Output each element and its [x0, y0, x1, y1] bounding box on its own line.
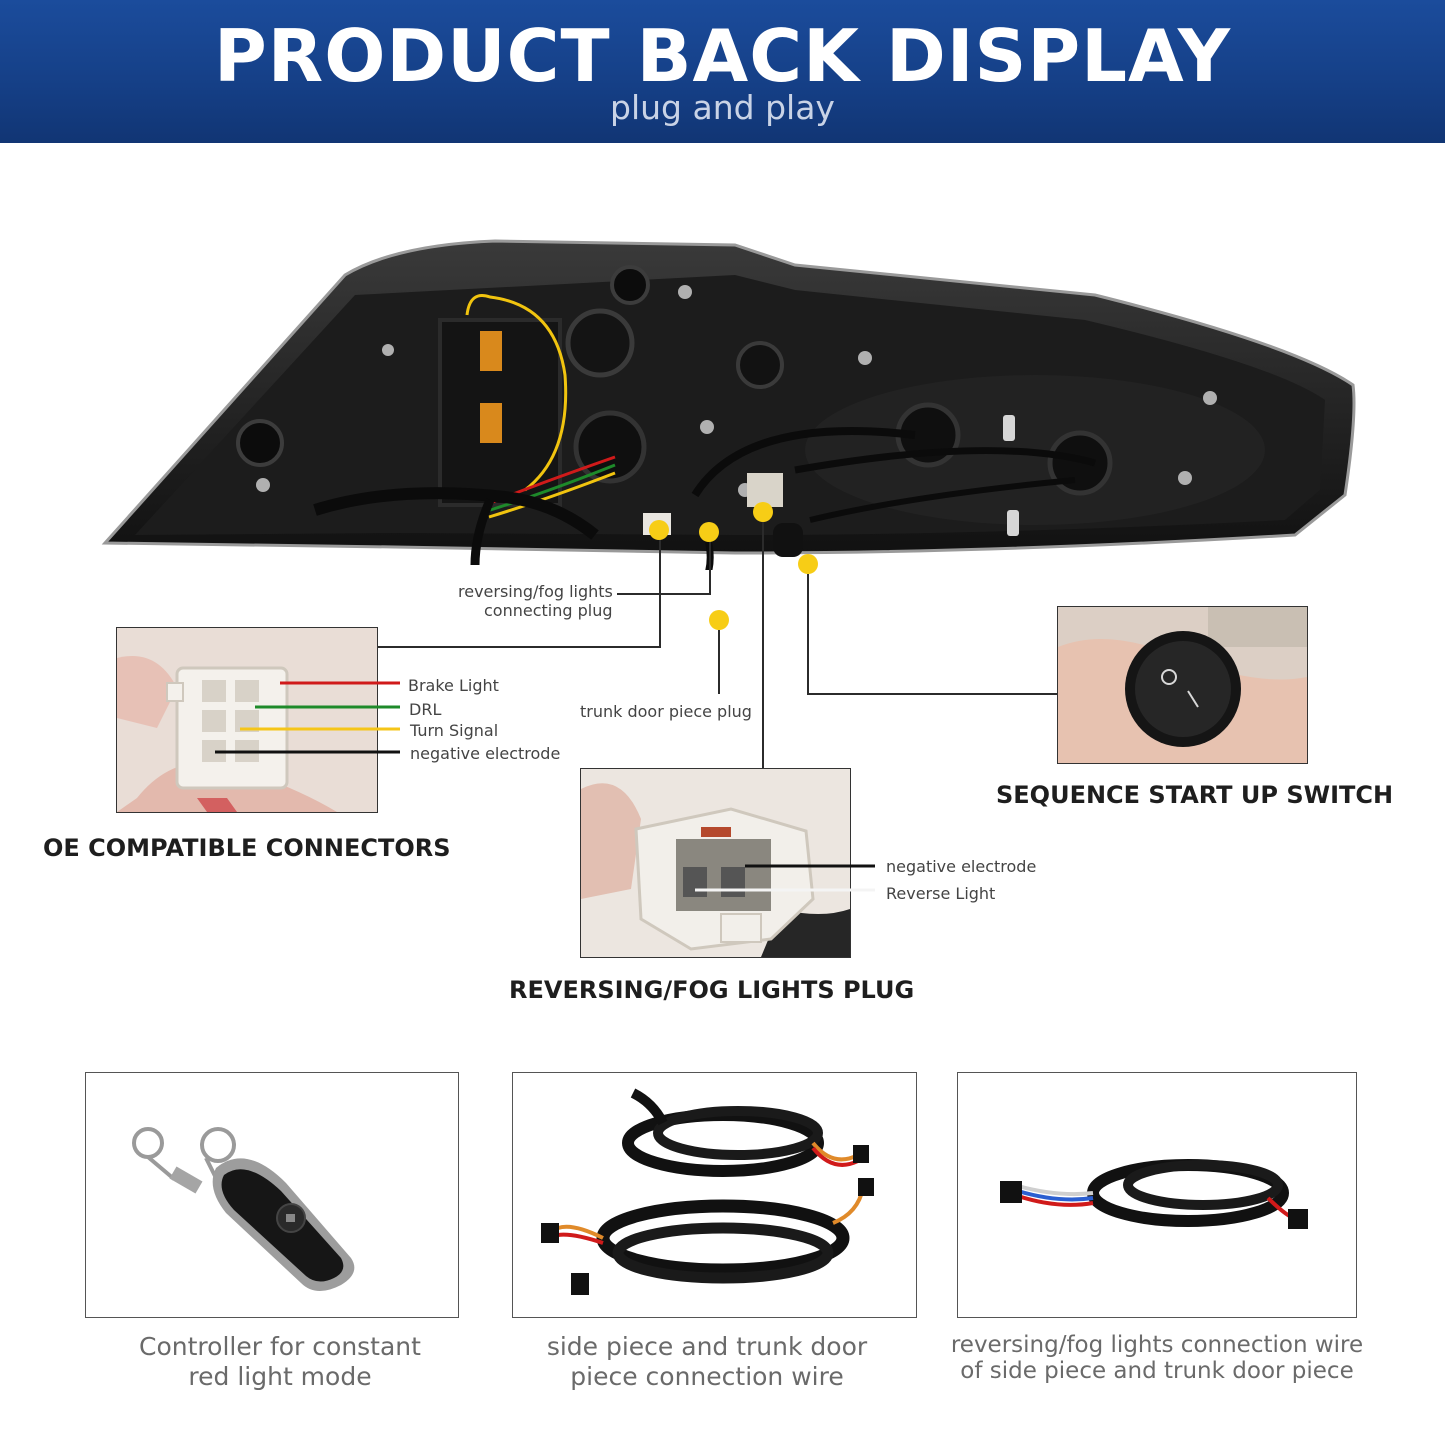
- tail-light-back-image: [101, 239, 1356, 570]
- switch-photo: [1057, 606, 1308, 764]
- leader-line: [807, 574, 809, 694]
- caption-line: piece connection wire: [570, 1362, 844, 1391]
- wire-label-turn-signal: Turn Signal: [410, 721, 499, 740]
- caption-line: of side piece and trunk door piece: [960, 1358, 1354, 1384]
- reversing-wire-image: [1000, 1159, 1308, 1229]
- caption-line: red light mode: [188, 1362, 372, 1391]
- leader-line: [378, 646, 661, 648]
- accessory-caption-controller: Controller for constant red light mode: [85, 1332, 475, 1392]
- remote-controller-image: [132, 1127, 355, 1292]
- callout-label-reversing-plug: reversing/fog lights: [458, 582, 613, 601]
- reversing-wire-lines: [695, 864, 875, 892]
- accessory-caption-side-trunk-wire: side piece and trunk door piece connecti…: [512, 1332, 902, 1392]
- callout-dot-switch: [798, 554, 818, 574]
- leader-line: [807, 693, 1057, 695]
- callout-dot-reversing-fog-plug: [753, 502, 773, 522]
- reversing-plug-title: REVERSING/FOG LIGHTS PLUG: [509, 976, 915, 1004]
- callout-dot-oe-connector: [649, 520, 669, 540]
- leader-line: [709, 542, 711, 594]
- wire-label-drl: DRL: [409, 700, 442, 719]
- accessory-panel-reversing-wire: [957, 1072, 1357, 1318]
- accessory-caption-reversing-wire: reversing/fog lights connection wire of …: [947, 1332, 1367, 1384]
- reversing-plug-photo: [580, 768, 851, 958]
- oe-connectors-title: OE COMPATIBLE CONNECTORS: [43, 834, 451, 862]
- callout-label-reversing-plug-2: connecting plug: [484, 601, 613, 620]
- leader-line: [762, 522, 764, 768]
- callout-dot-trunk-plug: [709, 610, 729, 630]
- oe-connector-photo: [116, 627, 378, 813]
- caption-line: Controller for constant: [139, 1332, 421, 1361]
- accessory-panel-controller: [85, 1072, 459, 1318]
- oe-wire-lines: [215, 681, 400, 754]
- wire-label-reverse-light: Reverse Light: [886, 884, 996, 903]
- wire-harness-image: [541, 1088, 874, 1295]
- accessory-panel-side-trunk-wire: [512, 1072, 917, 1318]
- header-banner: PRODUCT BACK DISPLAY plug and play: [0, 0, 1445, 143]
- caption-line: side piece and trunk door: [546, 1332, 868, 1361]
- caption-line: reversing/fog lights connection wire: [950, 1332, 1364, 1358]
- leader-line: [718, 630, 720, 694]
- wire-label-negative-electrode-2: negative electrode: [886, 857, 1037, 876]
- callout-label-trunk-plug: trunk door piece plug: [580, 702, 752, 721]
- callout-dot-reversing-plug: [699, 522, 719, 542]
- page-subtitle: plug and play: [610, 88, 835, 127]
- wire-label-negative-electrode: negative electrode: [410, 744, 561, 763]
- page-title: PRODUCT BACK DISPLAY: [214, 14, 1231, 98]
- wire-label-brake-light: Brake Light: [408, 676, 499, 695]
- switch-title: SEQUENCE START UP SWITCH: [996, 781, 1394, 809]
- leader-line: [617, 593, 711, 595]
